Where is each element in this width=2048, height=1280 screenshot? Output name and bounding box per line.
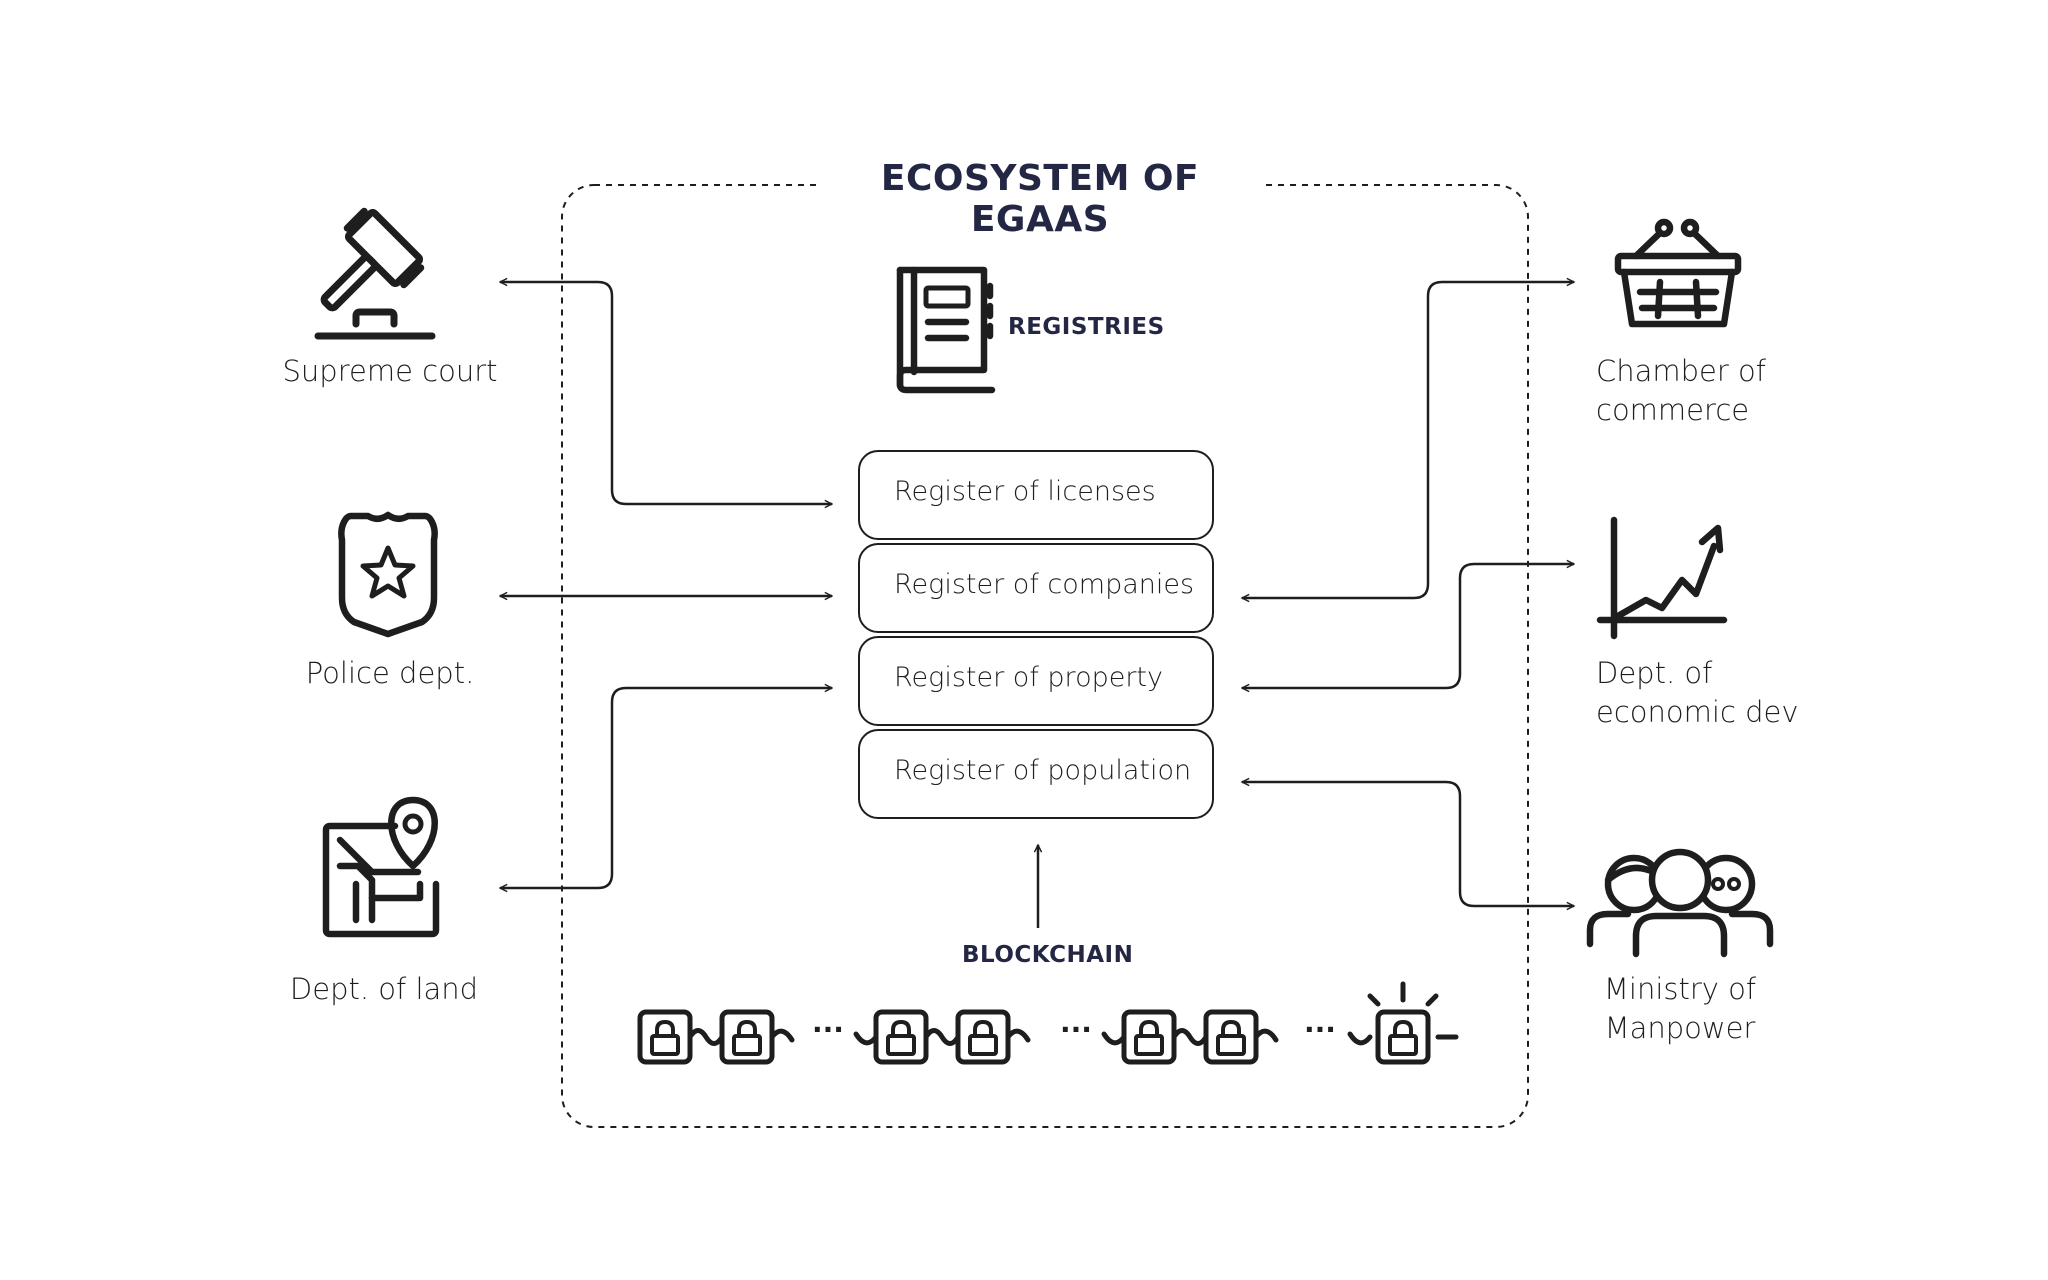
land-map-pin-icon: [322, 796, 440, 938]
connector-chamber: [1242, 282, 1574, 598]
dept-of-land-label: Dept. of land: [289, 972, 479, 1006]
police-badge-icon: [338, 511, 438, 638]
lock-block-icon: [1121, 1009, 1177, 1065]
chamber-of-commerce-label: Chamber of commerce: [1596, 352, 1766, 430]
label-line: commerce: [1596, 393, 1750, 427]
connector-manpower: [1242, 782, 1574, 906]
diagram-title: ECOSYSTEM OF EGAAS: [820, 158, 1260, 240]
lock-block-icon: [955, 1009, 1011, 1065]
register-label: Register of licenses: [894, 476, 1156, 507]
register-box: Register of population: [858, 729, 1214, 819]
police-dept-label: Police dept.: [305, 656, 475, 690]
lock-block-icon: [1203, 1009, 1259, 1065]
label-line: Chamber of: [1596, 354, 1766, 388]
lock-block-icon: [719, 1009, 775, 1065]
connector-economic: [1242, 564, 1574, 688]
supreme-court-label: Supreme court: [282, 354, 498, 388]
shopping-basket-icon: [1614, 218, 1742, 328]
connector-land: [500, 688, 832, 888]
register-label: Register of companies: [894, 569, 1195, 600]
lock-block-icon: [873, 1009, 929, 1065]
label-line: economic dev: [1596, 695, 1799, 729]
register-label: Register of population: [894, 755, 1192, 786]
gavel-icon: [314, 207, 436, 340]
chain-ellipsis: ···: [812, 1013, 844, 1046]
label-line: Ministry of: [1603, 972, 1757, 1006]
register-box: Register of property: [858, 636, 1214, 726]
new-lock-block-icon: [1375, 1009, 1431, 1065]
chain-ellipsis: ···: [1060, 1013, 1092, 1046]
register-box: Register of licenses: [858, 450, 1214, 540]
label-line: Manpower: [1604, 1011, 1756, 1045]
registries-label: REGISTRIES: [1008, 314, 1165, 340]
chain-ellipsis: ···: [1304, 1013, 1336, 1046]
lock-block-icon: [637, 1009, 693, 1065]
book-icon: [896, 266, 996, 394]
economic-dev-label: Dept. of economic dev: [1596, 654, 1799, 732]
blockchain-label: BLOCKCHAIN: [962, 942, 1134, 968]
ministry-of-manpower-label: Ministry of Manpower: [1560, 970, 1800, 1048]
label-line: Dept. of: [1596, 656, 1713, 690]
connector-supreme-court: [500, 282, 832, 504]
blockchain-chain: [637, 981, 1459, 1065]
people-group-icon: [1586, 848, 1774, 958]
register-label: Register of property: [894, 662, 1163, 693]
register-box: Register of companies: [858, 543, 1214, 633]
ecosystem-frame: [561, 184, 1529, 1128]
growth-chart-icon: [1596, 516, 1728, 640]
